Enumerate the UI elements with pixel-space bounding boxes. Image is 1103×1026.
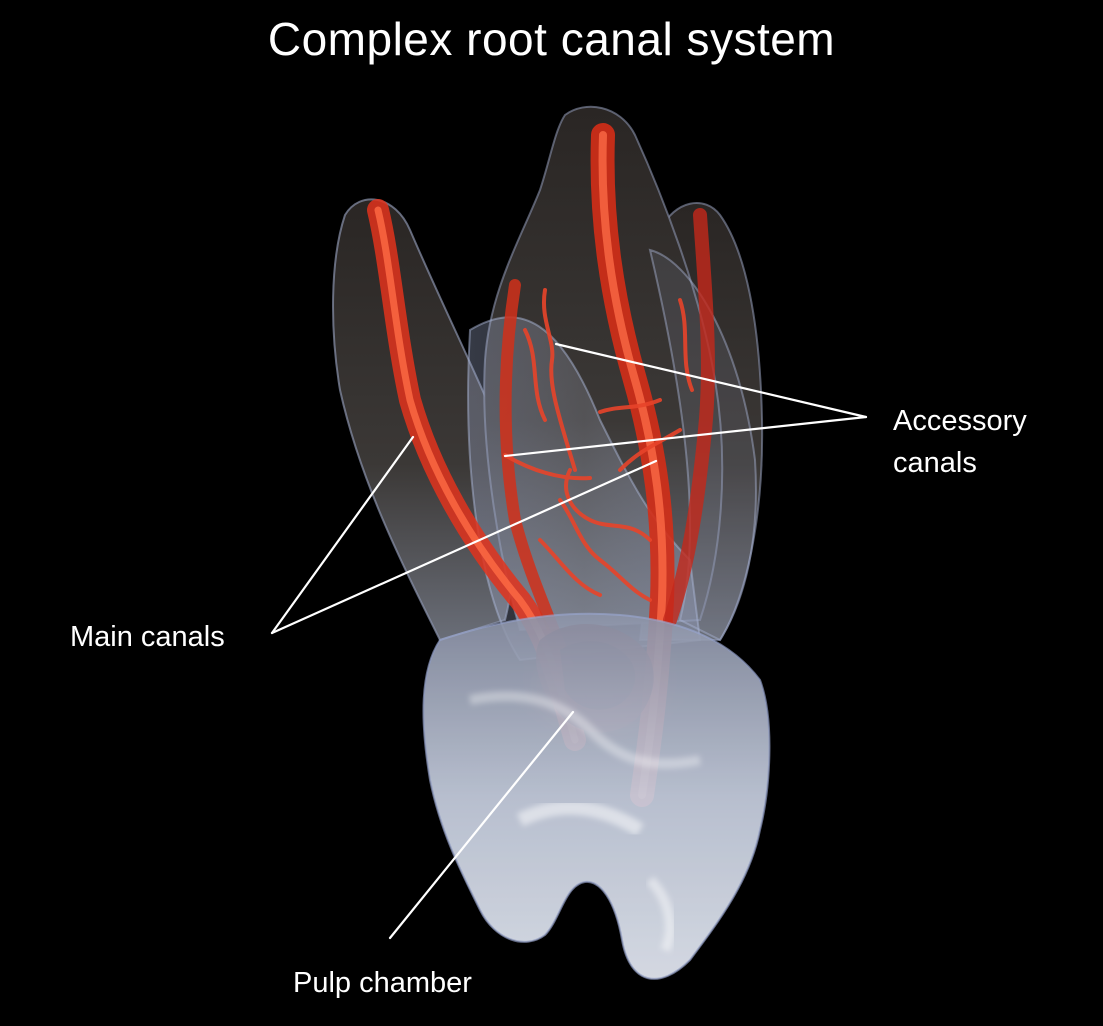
label-accessory-line1: Accessory (893, 405, 1027, 437)
accessory-canals (503, 288, 694, 602)
accessory-leader-1 (554, 342, 868, 419)
pulp-leader (388, 710, 575, 940)
main-leader-2 (270, 459, 658, 635)
label-pulp-chamber: Pulp chamber (293, 967, 472, 999)
label-accessory-line2: canals (893, 447, 977, 480)
label-main-canals: Main canals (70, 621, 225, 653)
crown (422, 612, 771, 980)
diagram-title: Complex root canal system (267, 13, 836, 65)
label-accessory-canals: Accessory canals (893, 400, 1027, 485)
main-leader-1 (270, 435, 415, 635)
accessory-leader-2 (503, 415, 868, 458)
leader-lines (270, 342, 868, 940)
